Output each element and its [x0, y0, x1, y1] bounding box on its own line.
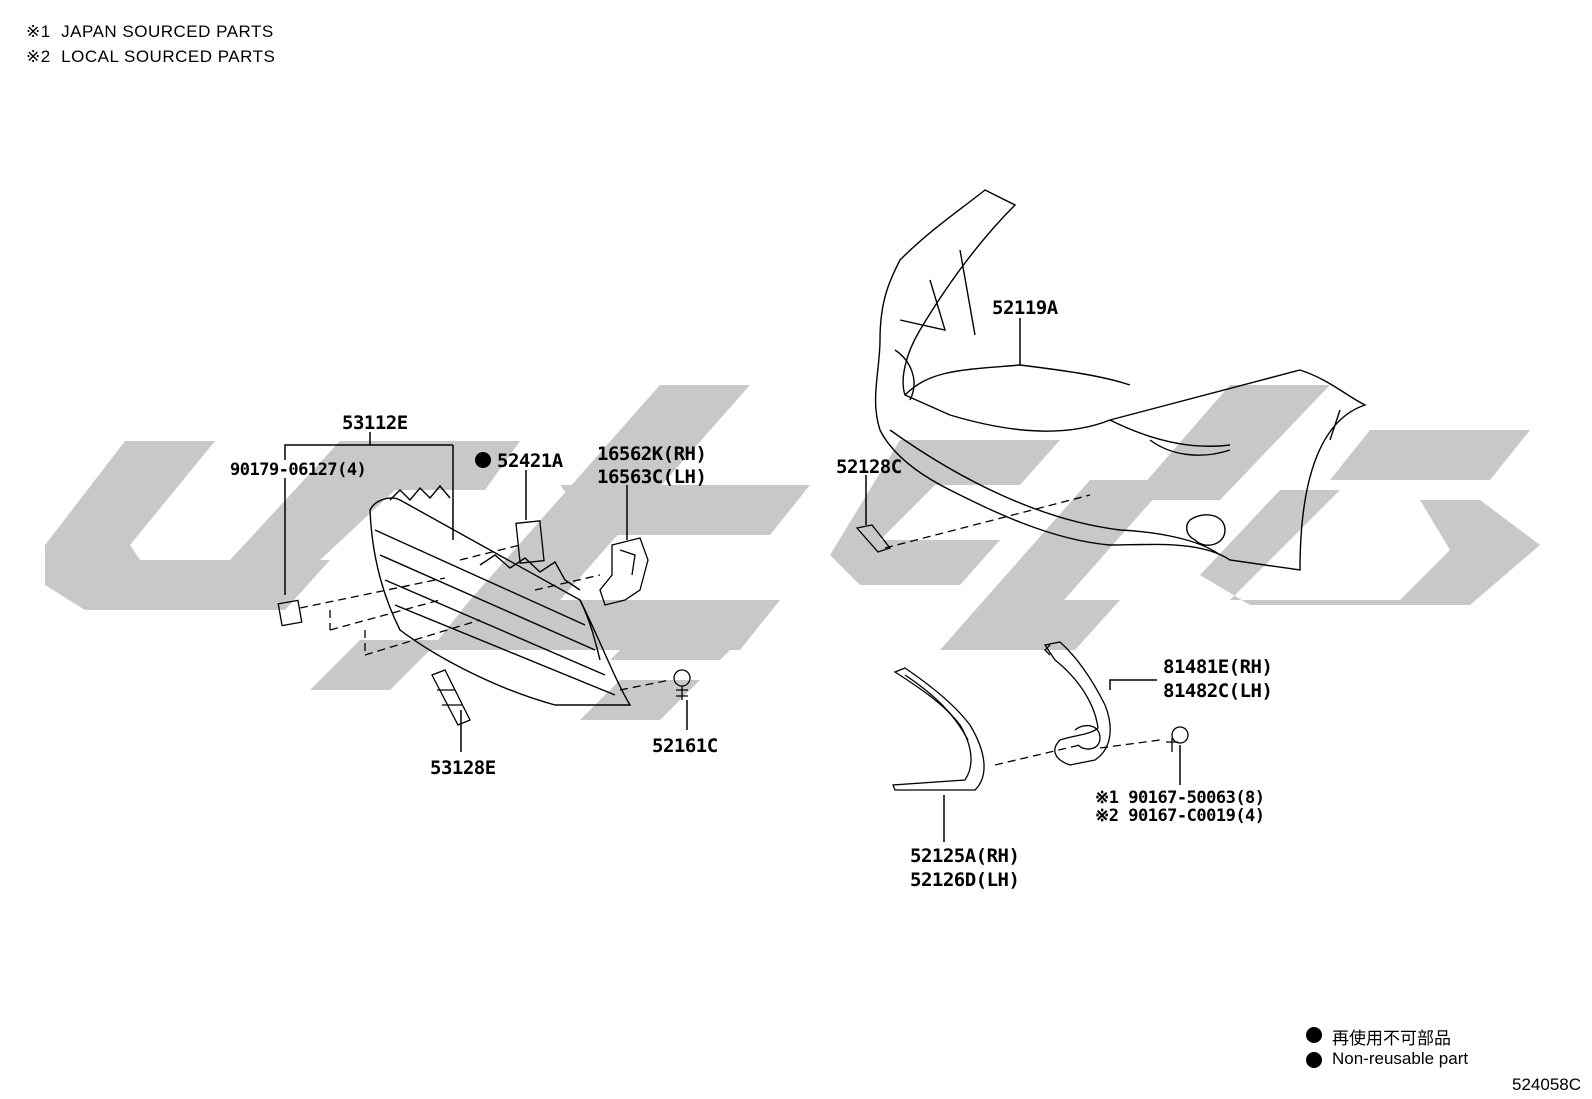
label-53112E[interactable]: 53112E: [342, 412, 408, 434]
label-81482C[interactable]: 81482C(LH): [1163, 680, 1273, 702]
label-52421A[interactable]: 52421A: [497, 450, 563, 472]
legend-dot-jp: [1306, 1027, 1322, 1043]
legend-non-reusable-jp: 再使用不可部品: [1332, 1029, 1451, 1048]
leader-lines: [284, 318, 1181, 842]
label-16563C[interactable]: 16563C(LH): [597, 466, 707, 488]
label-16562K[interactable]: 16562K(RH): [597, 443, 707, 465]
legend-dot-en: [1306, 1052, 1322, 1068]
label-52119A[interactable]: 52119A: [992, 297, 1058, 319]
label-52161C[interactable]: 52161C: [652, 735, 718, 757]
label-81481E[interactable]: 81481E(RH): [1163, 656, 1273, 678]
note-local-sourced: ※2 LOCAL SOURCED PARTS: [26, 47, 276, 66]
label-52125A[interactable]: 52125A(RH): [910, 845, 1020, 867]
note-japan-sourced: ※1 JAPAN SOURCED PARTS: [26, 22, 274, 41]
label-90167-50063[interactable]: ※1 90167-50063(8): [1095, 788, 1265, 808]
label-52128C[interactable]: 52128C: [836, 456, 902, 478]
label-53128E[interactable]: 53128E: [430, 757, 496, 779]
watermark-logo: [45, 385, 1540, 720]
non-reusable-dot-52421A: [475, 452, 491, 468]
label-90167-C0019[interactable]: ※2 90167-C0019(4): [1095, 806, 1265, 826]
fog-lamp-cover-81481E: [1043, 641, 1111, 766]
small-parts: [277, 520, 1189, 752]
garnish-52125A: [892, 667, 985, 791]
bumper-cover-52119A: [874, 189, 1367, 571]
label-90179-06127[interactable]: 90179-06127(4): [230, 460, 367, 480]
radiator-grille-53112E: [369, 484, 632, 706]
legend-non-reusable-en: Non-reusable part: [1332, 1049, 1469, 1068]
label-52126D[interactable]: 52126D(LH): [910, 869, 1020, 891]
diagram-code: 524058C: [1512, 1075, 1582, 1094]
